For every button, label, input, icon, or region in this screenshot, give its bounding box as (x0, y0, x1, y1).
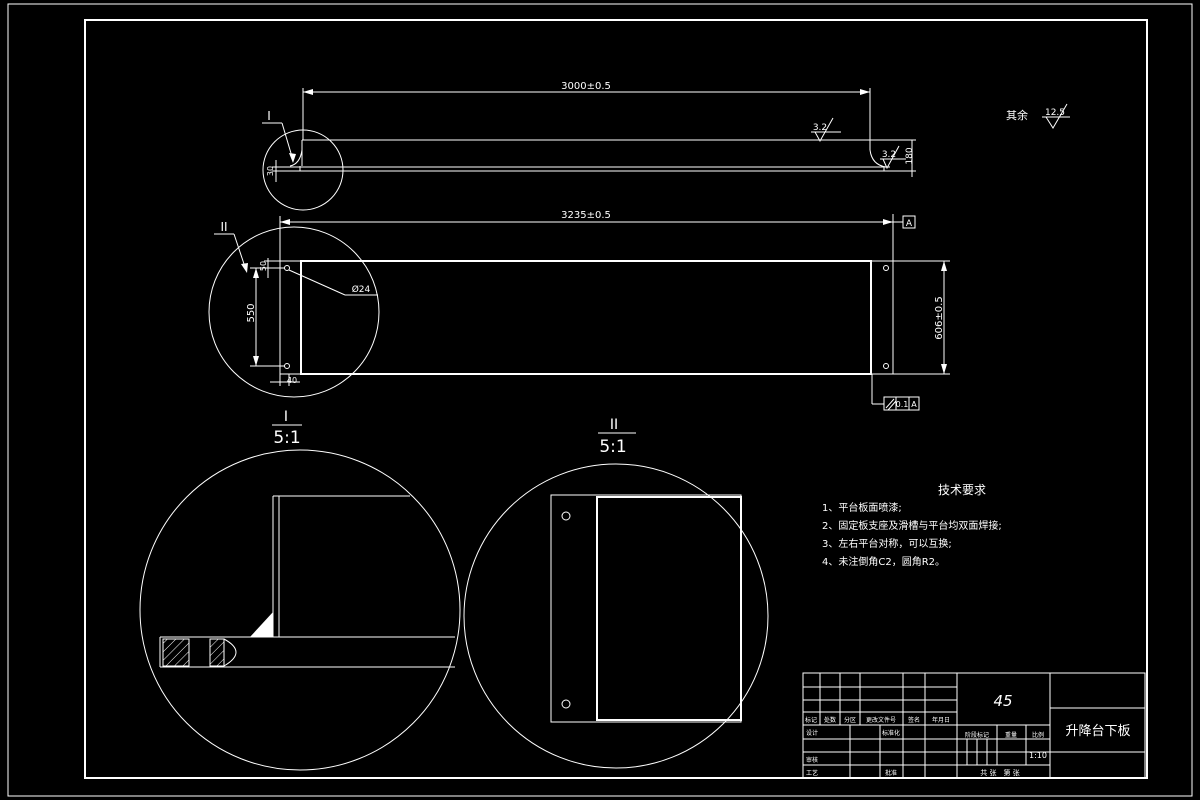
scale-value: 1:10 (1029, 751, 1047, 760)
top-left-dim: 30 (266, 166, 275, 176)
tech-item: 4、未注倒角C2，圆角R2。 (822, 555, 945, 568)
tech-requirements: 技术要求 1、平台板面喷漆; 2、固定板支座及滑槽与平台均双面焊接; 3、左右平… (822, 483, 1002, 568)
roughness-other-value: 12.5 (1045, 108, 1065, 118)
top-height-dim: 180 (905, 147, 915, 164)
top-roughness: 3.2 (813, 123, 827, 133)
detail-circle-one (262, 129, 344, 211)
roughness-other: 其余 12.5 (1006, 103, 1070, 129)
tolerance-value: 0.1 (896, 400, 909, 409)
tech-title: 技术要求 (938, 483, 986, 497)
hdr-mark: 标记 (805, 716, 817, 724)
top-length-dim: 3000±0.5 (561, 81, 611, 92)
hdr-count: 处数 (824, 716, 836, 724)
material-text: 45 (993, 692, 1012, 710)
title-block: 45 升降台下板 1:10 标记 处数 分区 更改文件号 签名 年月日 设计 标… (802, 672, 1146, 779)
tech-item: 3、左右平台对称，可以互换; (822, 537, 952, 550)
lbl-design: 设计 (806, 729, 818, 737)
bottom-dim: 40 (287, 376, 297, 385)
outer-border (7, 3, 1193, 797)
hdr-date: 年月日 (932, 716, 950, 724)
lbl-stage: 阶段标记 (965, 731, 989, 739)
detail-one-scale: 5:1 (273, 428, 300, 448)
plan-length-dim: 3235±0.5 (561, 210, 611, 221)
part-name: 升降台下板 (1065, 724, 1130, 739)
lbl-weight: 重量 (1005, 731, 1017, 739)
detail-circle-two (208, 226, 380, 398)
hdr-zone: 分区 (844, 716, 856, 724)
hole-dim: Ø24 (352, 284, 371, 295)
lbl-approve: 批准 (885, 769, 897, 777)
top-view: 3000±0.5 180 30 3.2 3.2 I (262, 81, 916, 211)
plate-frame (300, 260, 872, 375)
detail-two: II 5:1 (463, 417, 769, 769)
hdr-doc: 更改文件号 (866, 716, 896, 724)
end-roughness: 3.2 (882, 150, 896, 160)
tolerance-datum: A (911, 400, 917, 409)
detail-two-circle (463, 463, 769, 769)
datum-label: A (906, 219, 913, 229)
plan-view: 3235±0.5 A Ø24 550 50 40 6 (208, 210, 950, 411)
detail-one-label: I (284, 409, 288, 425)
detail-one: I 5:1 (139, 409, 461, 771)
hdr-sign: 签名 (908, 716, 920, 724)
inner-frame (84, 19, 1148, 779)
hole-spacing-dim: 550 (246, 303, 257, 322)
lbl-review: 审核 (806, 756, 818, 764)
hole-offset-dim: 50 (259, 261, 268, 271)
lbl-std: 标准化 (882, 729, 900, 737)
detail-two-label: II (610, 417, 618, 433)
tech-item: 1、平台板面喷漆; (822, 501, 902, 514)
detail-marker-one: I (267, 109, 271, 123)
detail-two-scale: 5:1 (599, 437, 626, 457)
roughness-other-label: 其余 (1006, 108, 1028, 122)
width-dim: 606±0.5 (934, 296, 945, 339)
lbl-process: 工艺 (806, 769, 818, 777)
detail-marker-two: II (220, 220, 227, 234)
detail-one-circle (139, 449, 461, 771)
lbl-sheet: 共 张 第 张 (980, 768, 1019, 777)
lbl-ratio: 比例 (1032, 731, 1044, 739)
tech-item: 2、固定板支座及滑槽与平台均双面焊接; (822, 519, 1002, 532)
